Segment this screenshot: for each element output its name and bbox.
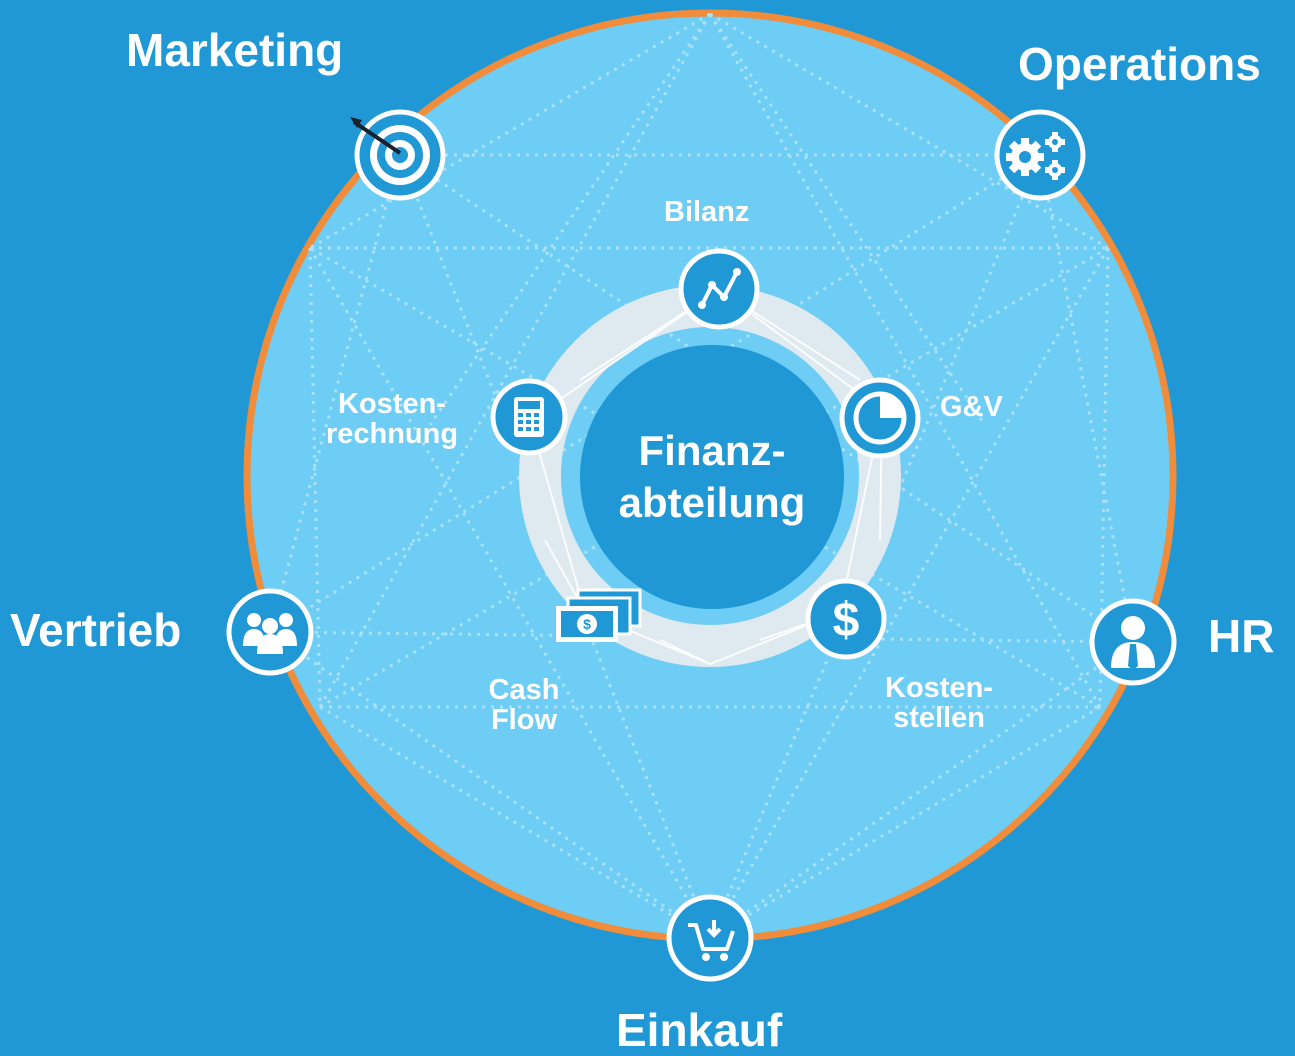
label-kostenstellen-line1: Kosten- xyxy=(885,672,993,704)
center-circle xyxy=(580,345,844,609)
svg-text:$: $ xyxy=(583,616,591,632)
money-icon: $ xyxy=(556,588,642,642)
calculator-icon xyxy=(490,378,568,456)
label-guv: G&V xyxy=(940,391,1003,423)
center-label-line1: Finanz- xyxy=(638,426,786,474)
dollar-icon: $ xyxy=(805,578,887,660)
label-bilanz: Bilanz xyxy=(664,196,750,228)
label-hr: HR xyxy=(1208,610,1275,662)
cart-icon xyxy=(666,894,754,982)
label-kostenstellen-line2: stellen xyxy=(893,702,985,735)
line-chart-icon xyxy=(678,248,760,330)
label-kostenrechnung-line1: Kosten- xyxy=(338,388,446,420)
label-cashflow-line1: Cash xyxy=(488,674,560,706)
pie-chart-icon xyxy=(839,377,921,459)
team-icon xyxy=(226,588,314,676)
label-cashflow: Cash Flow xyxy=(474,675,574,736)
person-icon xyxy=(1089,598,1177,686)
center-label: Finanz- abteilung xyxy=(580,345,844,609)
label-kostenrechnung-line2: rechnung xyxy=(325,418,459,451)
label-einkauf: Einkauf xyxy=(616,1004,783,1056)
label-kostenrechnung: Kosten- rechnung xyxy=(312,389,472,450)
label-operations: Operations xyxy=(1018,38,1261,90)
center-label-line2: abteilung xyxy=(618,479,806,526)
gears-icon xyxy=(994,109,1086,201)
label-cashflow-line2: Flow xyxy=(490,704,558,737)
target-icon xyxy=(350,109,446,201)
label-kostenstellen: Kosten- stellen xyxy=(868,673,1010,734)
svg-text:$: $ xyxy=(833,594,860,647)
label-vertrieb: Vertrieb xyxy=(10,604,182,656)
label-marketing: Marketing xyxy=(126,24,344,76)
